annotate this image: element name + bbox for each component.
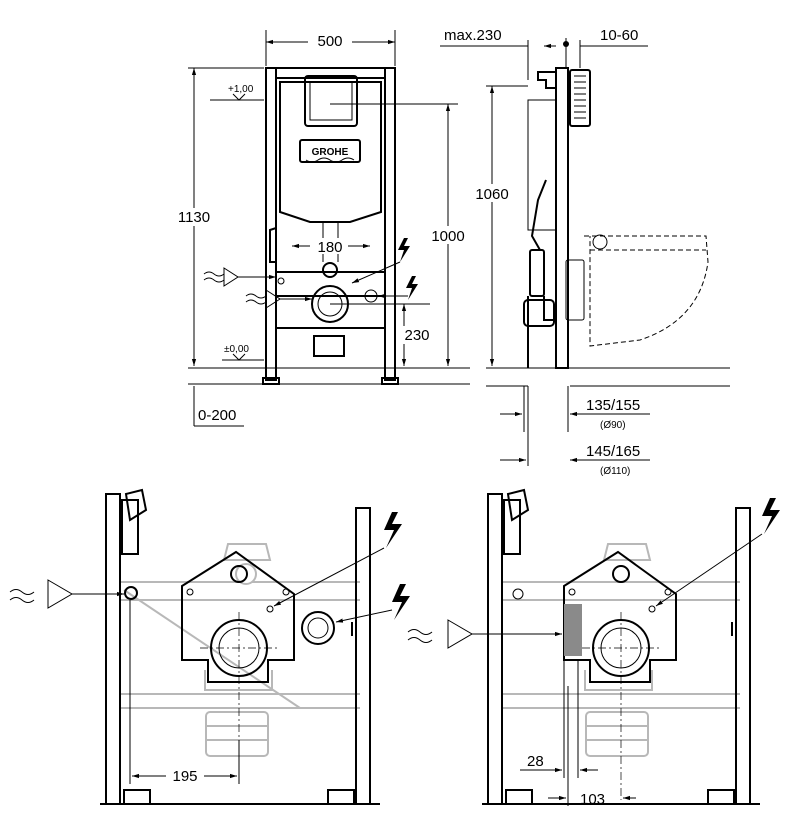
- side-d2-note: (Ø110): [600, 466, 630, 477]
- dim-adjust: 0-200: [193, 386, 244, 427]
- front-view: GROHE 500 1130: [170, 30, 472, 427]
- front-connections: [269, 226, 378, 357]
- side-d1-note: (Ø90): [600, 420, 626, 431]
- level-bottom-label: ±0,00: [224, 344, 249, 355]
- cistern: GROHE: [279, 75, 382, 262]
- dim-103-label: 103: [580, 791, 605, 808]
- dim-width-label: 500: [317, 33, 342, 50]
- dim-height: 1130: [170, 67, 264, 366]
- brand-logo-text: GROHE: [312, 147, 349, 158]
- dim-spacing: 180: [292, 238, 370, 256]
- side-max-label: max.230: [444, 27, 502, 44]
- side-d1-label: 135/155: [586, 397, 640, 414]
- front-frame: [262, 67, 399, 385]
- front-symbols: [203, 238, 418, 309]
- side-dims: max.230 10-60 1060 135/155 (Ø90) 145/165: [440, 27, 650, 477]
- dim-adjust-label: 0-200: [198, 407, 236, 424]
- side-depth-label: 10-60: [600, 27, 638, 44]
- dim-195-label: 195: [172, 768, 197, 785]
- dim-height-label: 1130: [178, 209, 210, 226]
- dim-1000-label: 1000: [431, 228, 464, 245]
- dim-230-label: 230: [404, 327, 429, 344]
- dim-heights-right: 1000 230: [330, 103, 472, 366]
- dim-spacing-label: 180: [317, 239, 342, 256]
- level-top-label: +1,00: [228, 84, 254, 95]
- side-d2-label: 145/165: [586, 443, 640, 460]
- side-view: max.230 10-60 1060 135/155 (Ø90) 145/165: [440, 27, 730, 477]
- level-marks: +1,00 ±0,00: [210, 84, 264, 361]
- detail-right: 28 103: [407, 488, 780, 808]
- side-1060-label: 1060: [475, 186, 508, 203]
- detail-left: 195: [9, 488, 410, 805]
- dim-width: 500: [265, 30, 396, 66]
- dim-28-label: 28: [527, 753, 544, 770]
